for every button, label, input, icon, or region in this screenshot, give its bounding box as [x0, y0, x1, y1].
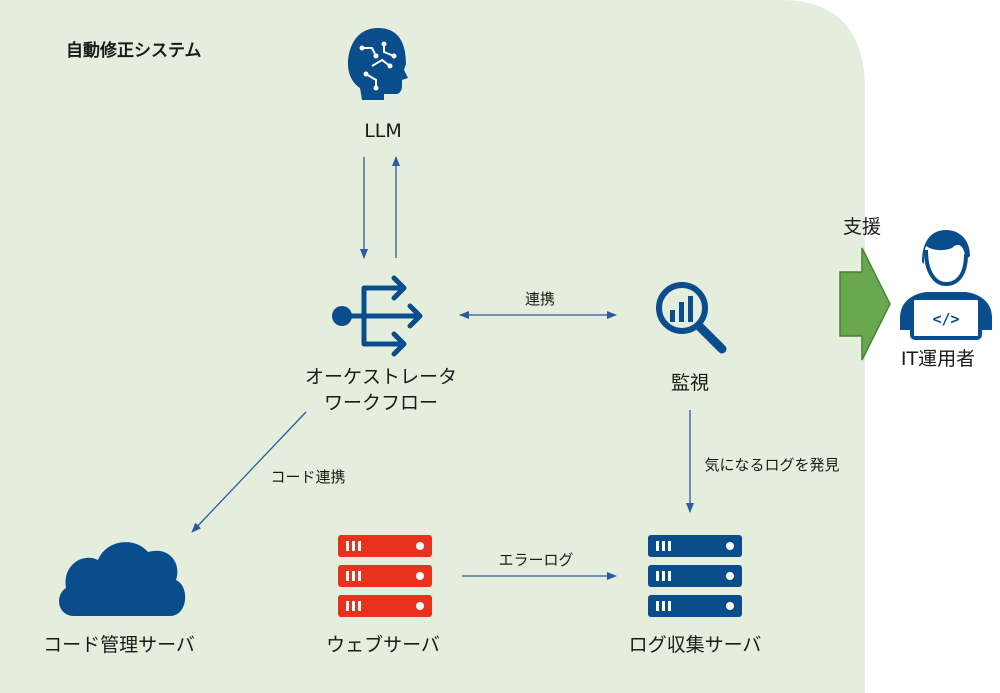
- cloud-icon: [59, 542, 186, 616]
- server-rack-icon: [338, 535, 432, 617]
- code-edge-label: コード連携: [270, 468, 346, 486]
- orchestrator-label-line2: ワークフロー: [323, 392, 439, 414]
- web-server-label: ウェブサーバ: [326, 634, 440, 656]
- flow-split-icon: [332, 275, 423, 357]
- orch-monitor-edge-label: 連携: [524, 290, 556, 308]
- svg-text:</>: </>: [932, 310, 959, 328]
- magnifier-chart-icon: [656, 282, 727, 354]
- developer-laptop-icon: </>: [900, 230, 992, 340]
- log-server-label: ログ収集サーバ: [628, 634, 762, 656]
- llm-label: LLM: [364, 120, 402, 142]
- error-log-edge-label: エラーログ: [498, 551, 574, 569]
- edge-orchestrator-to-code-server: [191, 411, 307, 533]
- monitor-label: 監視: [670, 372, 710, 394]
- brain-circuit-icon: [348, 28, 408, 100]
- it-operator-label: IT運用者: [900, 348, 976, 370]
- support-label: 支援: [842, 216, 882, 238]
- server-rack-icon: [648, 535, 742, 617]
- monitor-log-edge-label: 気になるログを発見: [704, 456, 840, 474]
- group-label: 自動修正システム: [66, 41, 202, 61]
- code-server-label: コード管理サーバ: [43, 634, 195, 656]
- support-arrow: [839, 247, 891, 361]
- orchestrator-label-line1: オーケストレータ: [304, 366, 458, 388]
- system-group-box: [0, 0, 865, 693]
